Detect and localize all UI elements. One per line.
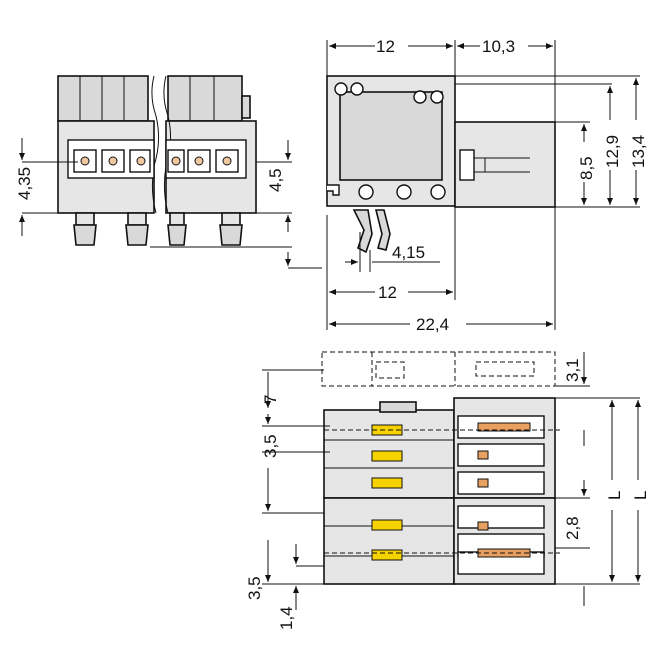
- dim-7: 7: [261, 395, 280, 404]
- yellow-contacts: [371, 424, 403, 561]
- dim-12-top: 12: [376, 37, 395, 56]
- dim-13-4: 13,4: [629, 135, 648, 168]
- dim-3-5-lower: 3,5: [245, 576, 264, 600]
- dim-4-5: 4,5: [266, 168, 285, 192]
- dim-L1: L: [605, 491, 624, 500]
- side-view: 12 10,3 8,5 12,9 13,4 4,15 12 22,4: [326, 37, 648, 334]
- front-housing-left-top: [57, 75, 149, 122]
- ghost-outline: [321, 351, 556, 387]
- top-view: 3,1 7 3,5 2,8 L L 3,5 1,4: [245, 351, 650, 630]
- dim-12-9: 12,9: [603, 135, 622, 168]
- side-inner: [339, 91, 443, 181]
- side-latch: [352, 209, 373, 254]
- front-pins: [73, 212, 243, 246]
- dim-3-5-upper: 3,5: [261, 434, 280, 458]
- front-view: 4,35 4,5: [15, 75, 322, 269]
- dim-22-4: 22,4: [416, 315, 449, 334]
- dim-1-4: 1,4: [277, 606, 296, 630]
- dim-12-bottom: 12: [378, 283, 397, 302]
- dim-4-15: 4,15: [392, 243, 425, 262]
- dim-L2: L: [631, 491, 650, 500]
- dim-10-3: 10,3: [482, 37, 515, 56]
- dim-3-1: 3,1: [563, 358, 582, 382]
- top-body-lower: [323, 497, 455, 585]
- front-contacts: [73, 149, 239, 173]
- dim-8-5: 8,5: [577, 156, 596, 180]
- dim-2-8: 2,8: [563, 516, 582, 540]
- dim-4-35: 4,35: [15, 167, 34, 200]
- front-housing-right-top: [167, 75, 243, 122]
